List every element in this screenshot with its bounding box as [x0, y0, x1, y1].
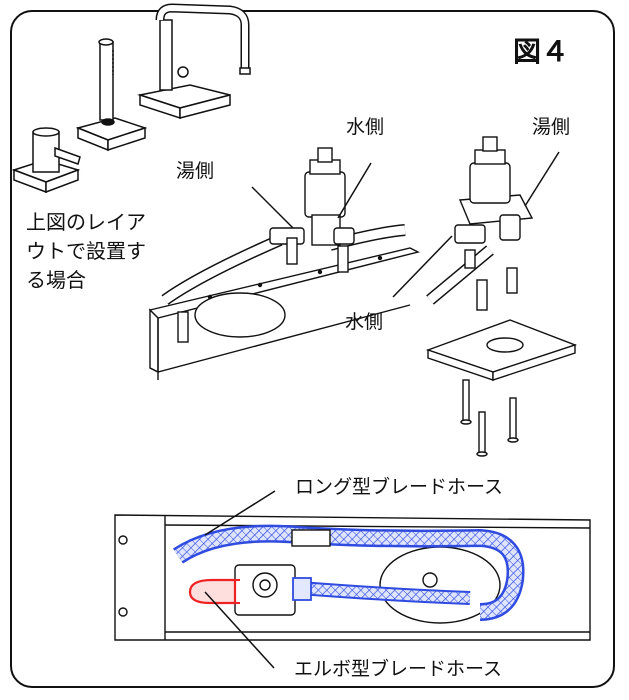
layout-note-line1: 上図のレイア	[26, 210, 146, 234]
elbow-hose-label: エルボ型ブレードホース	[294, 658, 503, 680]
water-side-label-left: 水側	[346, 116, 385, 138]
spout	[137, 3, 251, 120]
elbow-braided-hose	[188, 578, 237, 605]
mixer-lever	[11, 127, 81, 194]
hand-shower	[75, 38, 148, 152]
installed-view	[114, 514, 591, 641]
leader-lines-bottom	[204, 490, 276, 669]
long-hose-label: ロング型ブレードホース	[295, 476, 504, 498]
hot-side-label-left: 湯側	[176, 160, 215, 182]
layout-note-line2: ウトで設置す	[26, 239, 146, 263]
faucet-set	[11, 3, 251, 194]
layout-note-line3: る場合	[26, 268, 86, 292]
figure-frame	[10, 10, 615, 688]
water-side-label-right: 水側	[345, 311, 384, 333]
layout-note: 上図のレイア ウトで設置す る場合	[26, 208, 146, 295]
valve-assembly-left	[148, 147, 420, 380]
hot-side-label-right: 湯側	[532, 116, 571, 138]
bolts	[460, 379, 519, 457]
figure-number: 図４	[513, 35, 570, 68]
leader-lines-top	[251, 151, 560, 298]
valve-assembly-right	[425, 136, 578, 457]
